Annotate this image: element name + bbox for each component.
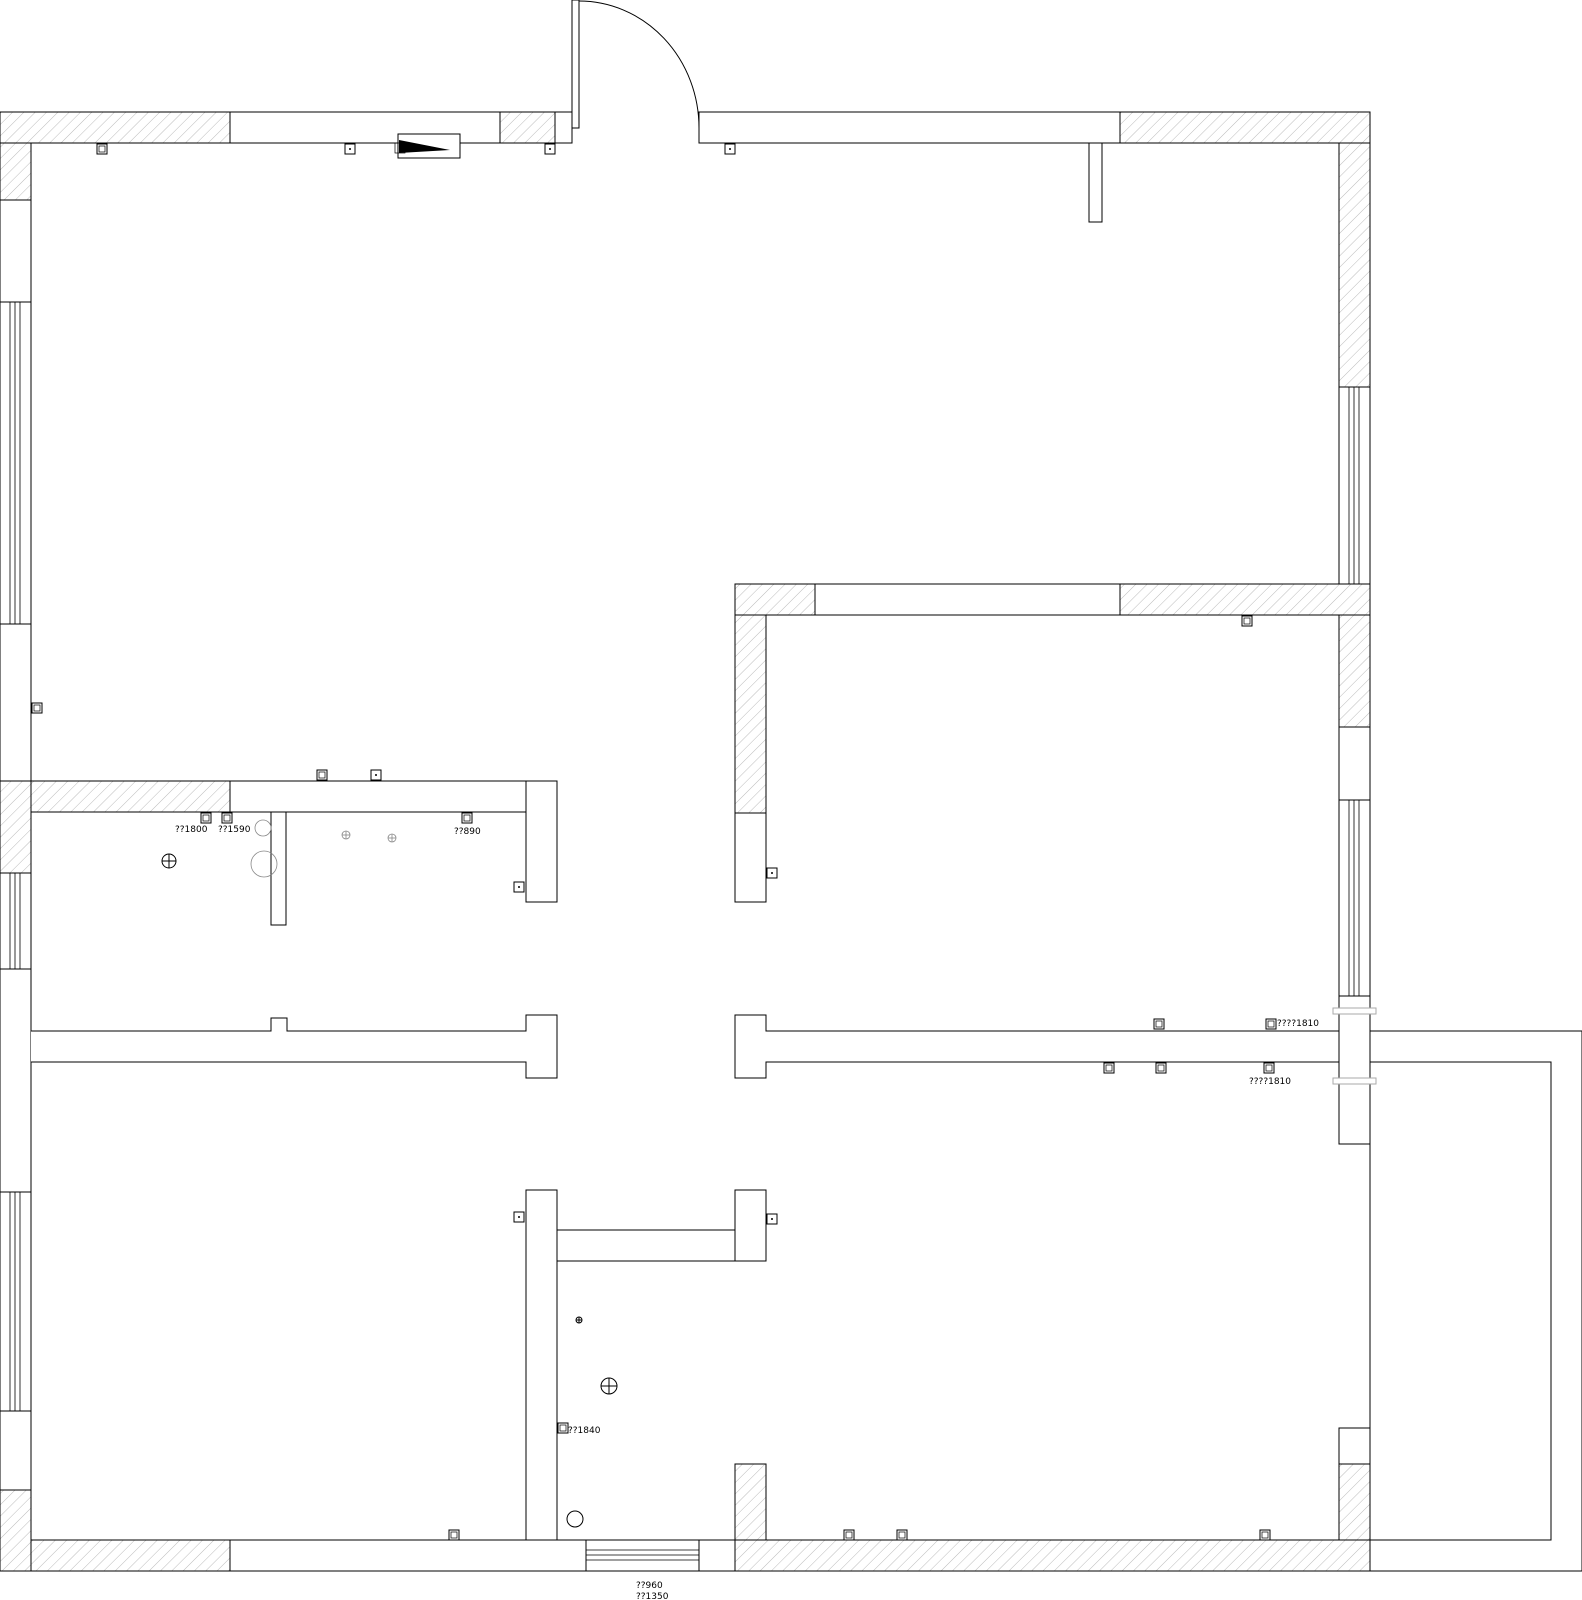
wall-door-jamb-left <box>554 111 573 144</box>
outlet-marker <box>544 143 556 155</box>
outlet-marker <box>766 867 778 879</box>
wall-bedroom-left-hatched <box>734 614 767 814</box>
kitchen-sink-large <box>250 850 278 878</box>
wall-lower-mid-pier <box>734 1189 767 1262</box>
wall-bedroom-top-plain <box>814 583 1121 616</box>
door-swing-arc <box>578 0 700 129</box>
window-left-upper <box>0 301 32 625</box>
bedroom-upper-right-walls <box>734 583 1371 997</box>
wall-lower-divider <box>525 1189 558 1541</box>
wall-left-mid-plain <box>0 623 32 782</box>
outlet-marker <box>221 812 233 824</box>
outlet-marker <box>31 702 43 714</box>
label-height-1840: ??1840 <box>568 1426 601 1436</box>
wall-left-upper-hatched <box>0 142 32 201</box>
wall-right-mid-hatched <box>1338 614 1371 728</box>
door-leaf <box>571 0 580 129</box>
wall-right-lower-stub <box>1338 995 1371 1145</box>
label-height-1810-upper: ????1810 <box>1277 1019 1319 1029</box>
kitchen-walls <box>30 780 558 926</box>
outlet-marker <box>1241 615 1253 627</box>
outlet-marker <box>843 1529 855 1541</box>
wall-kitchen-right <box>525 780 558 903</box>
wall-kitchen-top-hatched <box>30 780 231 813</box>
outlet-marker <box>724 143 736 155</box>
kitchen-counter-divider <box>270 811 287 926</box>
window-right-mid <box>1338 799 1371 997</box>
wall-bottom-mid-plain <box>698 1539 736 1572</box>
outlet-marker <box>448 1529 460 1541</box>
kitchen-sink-small <box>254 819 272 837</box>
outlet-marker <box>1265 1018 1277 1030</box>
label-height-1810-lower: ????1810 <box>1249 1077 1291 1087</box>
central-wall <box>31 995 1582 1572</box>
dimension-labels: ??1800 ??1590 ??890 ????1810 ????1810 ??… <box>175 825 1319 1600</box>
partition-stub-top-right <box>1088 142 1103 223</box>
window-left-lower <box>0 1191 32 1412</box>
wall-top-mid-hatched <box>499 111 556 144</box>
wall-left-mid-hatched <box>0 780 32 874</box>
wall-right-mid-plain <box>1338 726 1371 801</box>
lower-section-walls <box>525 1189 1371 1541</box>
outlet-marker <box>1263 1062 1275 1074</box>
outlet-marker <box>200 812 212 824</box>
window-bottom <box>585 1539 700 1572</box>
wall-bathroom-top <box>556 1229 736 1262</box>
electrical-panel <box>394 133 461 159</box>
pipe-lower <box>1332 1077 1377 1085</box>
label-height-1800: ??1800 <box>175 825 208 835</box>
wall-bedroom-top-left-hatched <box>734 583 816 616</box>
wall-central-left <box>31 1014 558 1079</box>
balcony-inner-right <box>1369 1061 1552 1541</box>
wall-bedroom-left-plain <box>734 812 767 903</box>
wall-central-right <box>734 1014 1340 1079</box>
outlet-markers <box>31 143 1277 1541</box>
wall-bottom-left-hatched <box>30 1539 231 1572</box>
outlet-marker <box>513 1211 525 1223</box>
wall-top-right-plain <box>698 111 1121 144</box>
window-left-mid <box>0 872 32 970</box>
wall-bottom-left-plain <box>229 1539 587 1572</box>
label-height-890: ??890 <box>454 827 481 837</box>
outlet-marker <box>370 769 382 781</box>
outlet-marker <box>766 1213 778 1225</box>
wall-lower-right-pier-hatched <box>734 1463 767 1541</box>
outlet-marker <box>557 1422 569 1434</box>
outlet-marker <box>1153 1018 1165 1030</box>
wall-right-bottom-plain <box>1338 1427 1371 1465</box>
outlet-marker <box>461 812 473 824</box>
wall-left-upper-plain <box>0 199 32 303</box>
outlet-marker <box>1103 1062 1115 1074</box>
pipe-upper <box>1332 1007 1377 1015</box>
wall-bedroom-top-right-hatched <box>1119 583 1371 616</box>
outlet-marker <box>316 769 328 781</box>
label-height-1590: ??1590 <box>218 825 251 835</box>
outlet-marker <box>1155 1062 1167 1074</box>
entrance-door <box>571 0 700 143</box>
outer-walls <box>0 111 1371 1572</box>
outlet-marker <box>344 143 356 155</box>
wall-left-bottom-hatched <box>0 1489 32 1572</box>
outlet-marker <box>513 881 525 893</box>
wall-left-lower-plain <box>0 968 32 1193</box>
label-window-1350: ??1350 <box>636 1592 669 1600</box>
outlet-marker <box>96 143 108 155</box>
outlet-marker <box>896 1529 908 1541</box>
fixtures <box>161 819 618 1528</box>
wall-kitchen-top-plain <box>229 780 527 813</box>
wall-top-left-hatched <box>0 111 231 144</box>
outlet-marker <box>1259 1529 1271 1541</box>
toilet-outlet <box>566 1510 584 1528</box>
wall-right-bottom-hatched <box>1338 1463 1371 1541</box>
wall-right-upper-hatched <box>1338 142 1371 388</box>
window-right-upper <box>1338 386 1371 585</box>
label-window-960: ??960 <box>636 1581 663 1591</box>
wall-top-right-hatched <box>1119 111 1371 144</box>
wall-left-bottom-plain <box>0 1410 32 1491</box>
wall-bottom-right-hatched <box>734 1539 1371 1572</box>
